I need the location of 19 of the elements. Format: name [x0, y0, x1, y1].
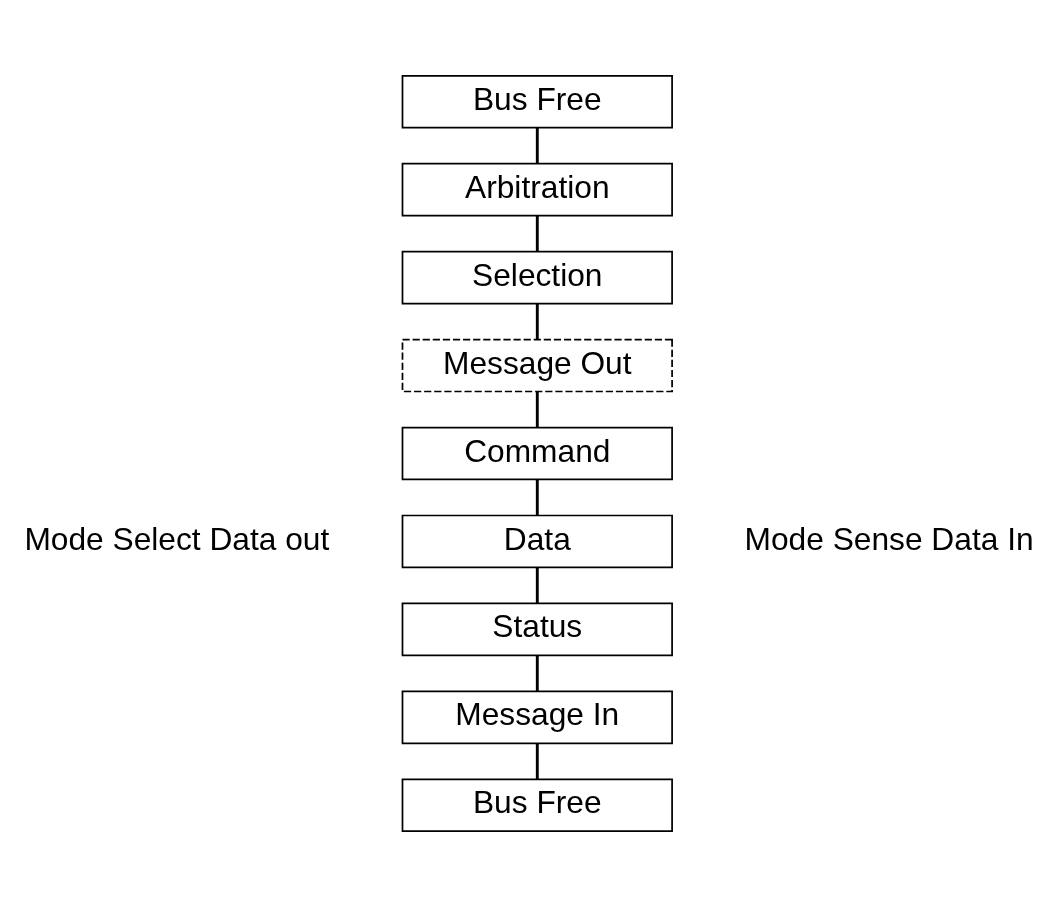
connector [535, 391, 539, 428]
node-box: Message Out [401, 338, 673, 393]
connector [535, 655, 539, 692]
label: Mode Sense Data In [744, 520, 1034, 557]
node-box: Data [401, 514, 673, 569]
node-box: Command [401, 426, 673, 481]
connector [535, 743, 539, 779]
node-box: Status [401, 602, 673, 657]
node-box: Bus Free [401, 778, 673, 833]
label: Mode Select Data out [24, 520, 330, 557]
node-box: Arbitration [401, 162, 673, 217]
connector [535, 479, 539, 516]
node-box: Message In [401, 690, 673, 745]
node-box: Bus Free [401, 74, 673, 129]
connector [535, 127, 539, 164]
connector [535, 303, 539, 340]
connector [535, 215, 539, 252]
node-box: Selection [401, 250, 673, 305]
connector [535, 567, 539, 604]
